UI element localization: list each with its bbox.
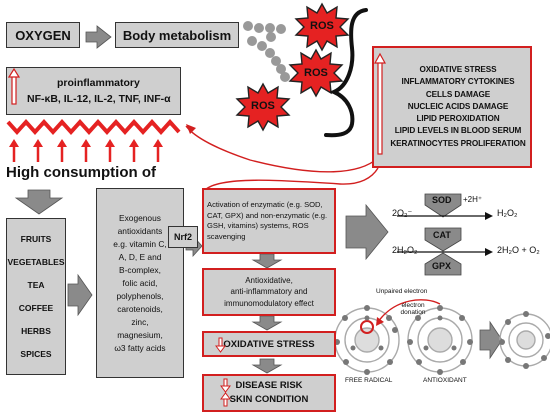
sod-arrow <box>424 193 462 218</box>
antioxidant-line: ω3 fatty acids <box>114 342 166 353</box>
oxygen-box: OXYGEN <box>6 22 80 48</box>
h2o2-substrate-label: 2H₂O₂ <box>392 245 418 255</box>
body-metabolism-box: Body metabolism <box>115 22 239 48</box>
foods-box: FRUITS VEGETABLES TEA COFFEE HERBS SPICE… <box>6 218 66 375</box>
food-item: TEA <box>27 279 45 290</box>
superoxide-label: 2O₂⁻ <box>392 208 413 218</box>
arrow-foods-to-antioxidants <box>67 273 93 317</box>
cat-label: CAT <box>433 230 451 240</box>
water-oxygen-label: 2H₂O + O₂ <box>497 245 540 255</box>
antioxidants-box: Exogenous antioxidants e.g. vitamin C, A… <box>96 188 184 378</box>
antioxidant-line: A, D, E and <box>118 251 162 262</box>
red-up-arrows <box>9 139 163 162</box>
antioxidant-line: B-complex, <box>119 264 161 275</box>
antioxidant-line: polyphenols, <box>116 290 164 301</box>
arrow-oxygen-to-metabolism <box>85 25 112 49</box>
unpaired-electron-label: Unpaired electron <box>376 288 428 295</box>
antioxidant-line: Exogenous <box>119 212 161 223</box>
ros-label-1: ROS <box>310 20 334 32</box>
ros-dot-chain <box>243 21 290 82</box>
effect-line: anti-inflammatory and <box>230 287 308 297</box>
skin-condition-label: SKIN CONDITION <box>229 394 309 405</box>
ros-label-2: ROS <box>304 67 328 79</box>
effect-item: LIPID PEROXIDATION <box>416 114 500 124</box>
antioxidant-label: ANTIOXIDANT <box>423 377 467 384</box>
protective-effect-box: Antioxidative, anti-inflammatory and imm… <box>202 268 336 316</box>
activation-text: Activation of enzymatic (e.g. SOD, CAT, … <box>207 200 328 241</box>
antioxidant-line: magnesium, <box>117 329 163 340</box>
arrow-to-reactions <box>345 203 389 261</box>
body-metabolism-label: Body metabolism <box>122 27 232 43</box>
food-item: VEGETABLES <box>7 256 65 267</box>
oxidative-stress-label: OXIDATIVE STRESS <box>223 338 315 350</box>
proinflammatory-title: proinflammatory <box>57 77 140 89</box>
arrow-effects-to-proinflammatory <box>185 125 379 173</box>
oxygen-label: OXYGEN <box>15 27 71 43</box>
plus-2h-label: +2H⁺ <box>463 195 483 204</box>
food-item: SPICES <box>20 349 52 360</box>
nrf2-label: Nrf2 <box>173 232 192 242</box>
arrow-effect-to-stress <box>251 315 283 331</box>
ros-label-3: ROS <box>251 100 275 112</box>
proinflammatory-cytokines: NF-κB, IL-12, IL-2, TNF, INF-α <box>27 93 171 105</box>
effect-line: Antioxidative, <box>245 275 293 285</box>
effect-item: NUCLEIC ACIDS DAMAGE <box>407 101 509 111</box>
disease-risk-box: DISEASE RISK SKIN CONDITION <box>202 374 336 412</box>
proinflammatory-box: proinflammatory NF-κB, IL-12, IL-2, TNF,… <box>6 67 181 115</box>
h2o2-product-label: H₂O₂ <box>497 208 518 218</box>
sod-label: SOD <box>432 195 452 205</box>
arrow-activation-to-effects <box>204 167 379 191</box>
effect-item: KERATINOCYTES PROLIFERATION <box>390 138 526 148</box>
electron-donation-label: electron donation <box>400 302 426 316</box>
antioxidant-line: folic acid, <box>122 277 158 288</box>
food-item: FRUITS <box>20 233 52 244</box>
food-item: COFFEE <box>18 303 54 314</box>
effect-item: OXIDATIVE STRESS <box>419 65 497 75</box>
ros-star-2 <box>288 48 344 98</box>
free-radical-label: FREE RADICAL <box>345 377 393 384</box>
food-item: HERBS <box>21 326 51 337</box>
curly-brace <box>324 8 368 138</box>
gpx-arrow <box>424 252 462 276</box>
cat-arrow <box>424 227 462 252</box>
arrow-stress-to-risk <box>251 358 283 374</box>
arrow-to-stable-atom <box>479 320 503 360</box>
ros-star-3 <box>235 82 291 132</box>
effect-item: CELLS DAMAGE <box>425 89 491 99</box>
effect-item: LIPID LEVELS IN BLOOD SERUM <box>394 126 522 136</box>
effect-item: INFLAMMATORY CYTOKINES <box>401 77 515 87</box>
nrf2-box: Nrf2 <box>168 226 198 248</box>
antioxidant-line: zinc, <box>131 316 149 327</box>
antioxidant-line: e.g. vitamin C, <box>113 238 167 249</box>
oxidative-stress-box: OXIDATIVE STRESS <box>202 331 336 357</box>
gpx-label: GPX <box>432 261 452 271</box>
ros-star-1 <box>294 2 350 52</box>
disease-risk-label: DISEASE RISK <box>235 380 303 391</box>
arrow-down-grey <box>14 189 64 215</box>
electron-donation-arrow <box>377 299 441 323</box>
antioxidant-line: carotenoids, <box>117 303 163 314</box>
antioxidant-line: antioxidants <box>117 225 163 236</box>
effect-line: immunomodulatory effect <box>224 298 314 308</box>
arrow-activation-to-effect <box>251 253 283 269</box>
activation-box: Activation of enzymatic (e.g. SOD, CAT, … <box>202 188 336 254</box>
zigzag-red <box>6 119 181 135</box>
effects-box: OXIDATIVE STRESS INFLAMMATORY CYTOKINES … <box>372 46 532 168</box>
high-consumption-label: High consumption of <box>6 164 156 181</box>
